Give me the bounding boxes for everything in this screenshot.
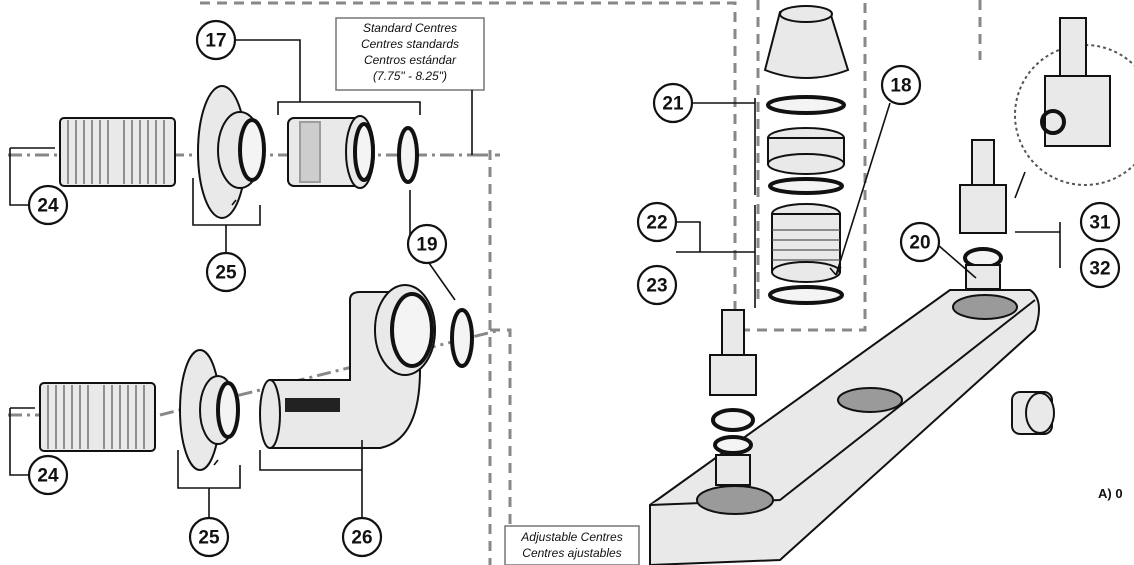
callout-21: 21 (652, 82, 694, 124)
callout-24-top-label: 24 (37, 196, 59, 217)
adjustable-note-line-1: Adjustable Centres (520, 530, 622, 544)
callout-26-label: 26 (351, 528, 372, 549)
adjustable-centres-note: Adjustable Centres Centres ajustables (504, 525, 640, 565)
cartridge-detail-inset (1014, 17, 1134, 199)
callout-17: 17 (195, 19, 237, 61)
callout-25-top-label: 25 (215, 263, 237, 284)
cartridge-right (959, 139, 1007, 290)
callout-23: 23 (636, 264, 678, 306)
callout-21-label: 21 (662, 94, 684, 115)
bonnet-nut-stack (768, 203, 844, 305)
callout-19-label: 19 (416, 235, 437, 256)
washer-top (397, 126, 419, 184)
adjustable-note-line-2: Centres ajustables (522, 546, 621, 560)
nipple-bottom (39, 382, 156, 452)
callout-24-top: 24 (27, 184, 69, 226)
callout-25-top: 25 (205, 251, 247, 293)
escutcheon-bottom (179, 349, 240, 471)
callout-26: 26 (341, 516, 383, 558)
standard-note-line-3: Centros estándar (364, 53, 457, 67)
callout-25-bottom-label: 25 (198, 528, 220, 549)
callout-18-label: 18 (890, 76, 911, 97)
leader-lines (9, 39, 1061, 520)
standard-centres-note: Standard Centres Centres standards Centr… (335, 17, 485, 155)
callout-31-label: 31 (1089, 213, 1111, 234)
washer-bottom (450, 308, 474, 368)
callout-22-label: 22 (646, 213, 667, 234)
callout-32-label: 32 (1089, 259, 1110, 280)
standard-note-line-2: Centres standards (361, 37, 459, 51)
callout-18: 18 (880, 64, 922, 106)
escutcheon-top (197, 85, 266, 219)
callout-19: 19 (406, 223, 448, 265)
nipple-top (59, 117, 176, 187)
callout-25-bottom: 25 (188, 516, 230, 558)
offset-adapter-top (287, 115, 375, 189)
standard-note-line-4: (7.75" - 8.25") (373, 69, 447, 83)
cartridge-left (709, 309, 757, 486)
standard-note-line-1: Standard Centres (363, 21, 457, 35)
callout-17-label: 17 (205, 31, 226, 52)
callout-20-label: 20 (909, 233, 930, 254)
callout-23-label: 23 (646, 276, 667, 297)
faucet-body (649, 289, 1055, 565)
swing-arm-adapter (259, 284, 436, 449)
corner-label: A) 0 (1098, 486, 1123, 501)
callout-31: 31 (1079, 201, 1121, 243)
callout-32: 32 (1079, 247, 1121, 289)
callout-20: 20 (899, 221, 941, 263)
callout-22: 22 (636, 201, 678, 243)
callout-24-bottom-label: 24 (37, 466, 59, 487)
callout-24-bottom: 24 (27, 454, 69, 496)
handle-cap-stack (763, 5, 850, 195)
